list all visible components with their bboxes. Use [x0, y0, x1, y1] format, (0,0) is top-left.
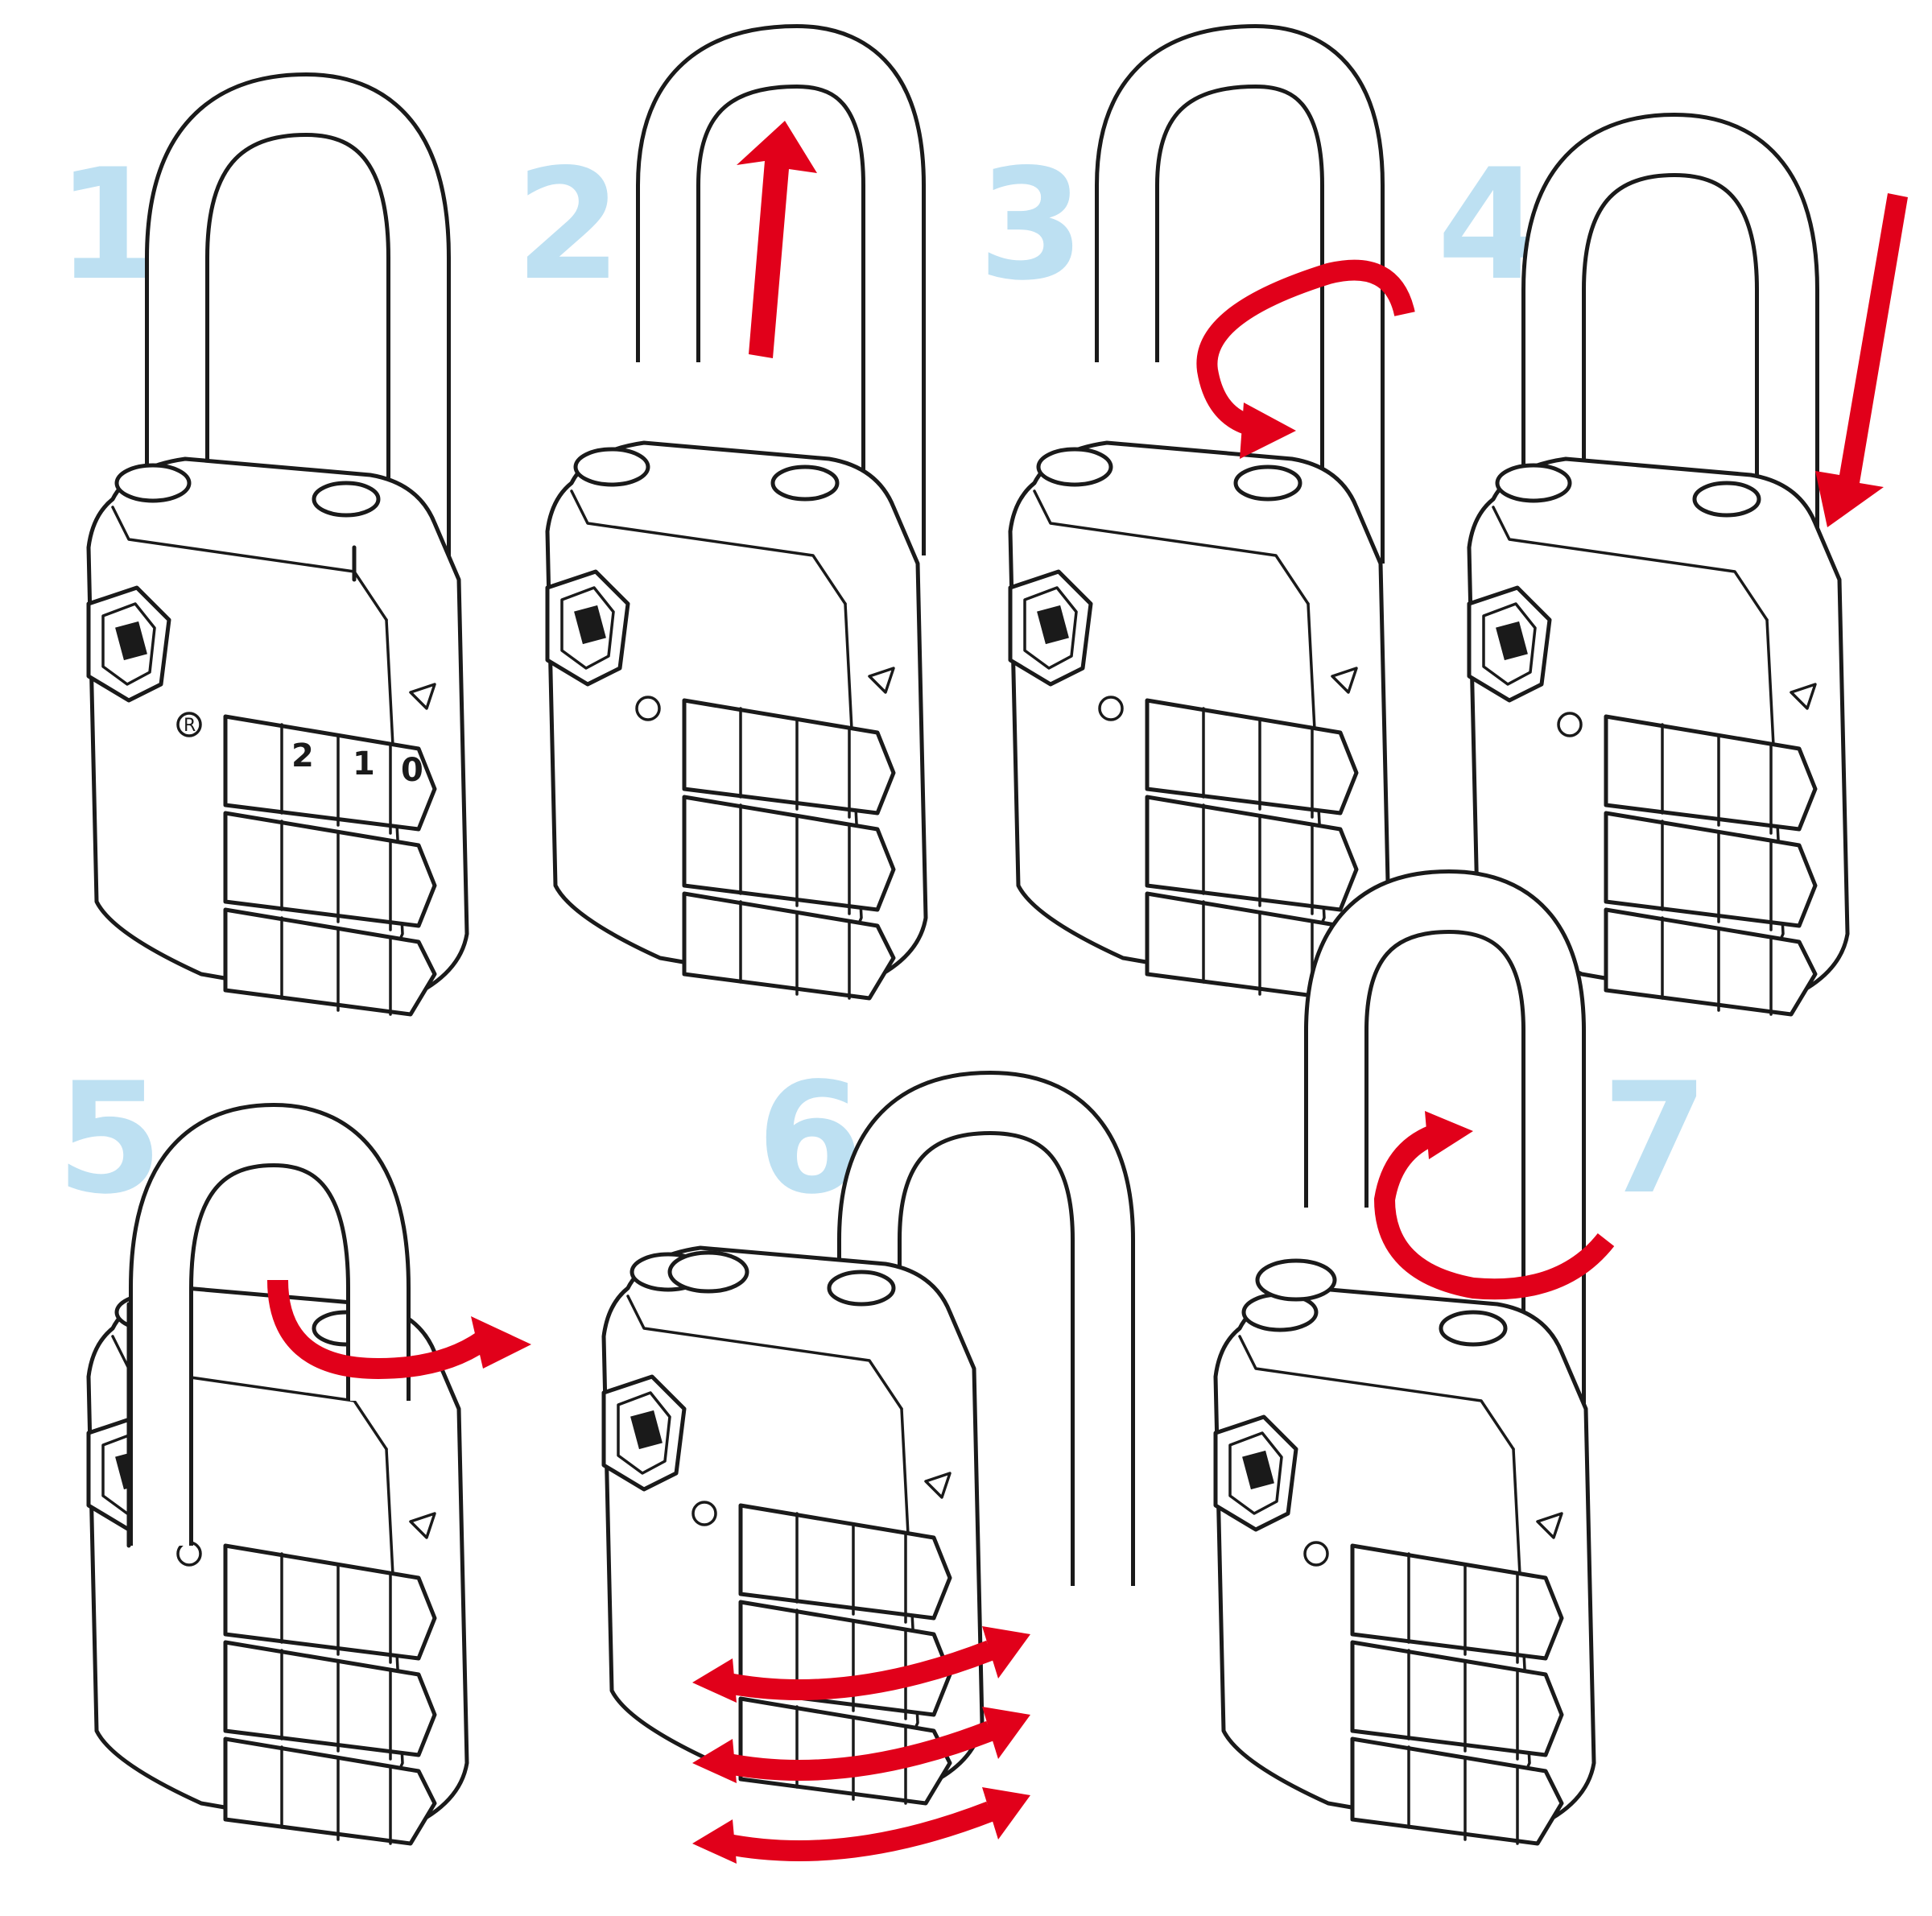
registered-mark: R	[184, 716, 196, 736]
padlock-step-4	[1469, 112, 1847, 1014]
dial-digit: 0	[401, 752, 423, 789]
arrow-down-icon	[1815, 193, 1908, 527]
padlock-step-3	[1010, 23, 1389, 998]
rotate-arrow-icon	[1196, 259, 1415, 459]
padlock-step-6	[604, 1070, 1135, 1803]
rotate-right-arrow-icon	[267, 1279, 531, 1380]
spin-dials-arrows-icon	[692, 1626, 1030, 1864]
arrow-up-icon	[737, 121, 817, 358]
dial-digit: 1	[353, 745, 375, 783]
padlock-step-7	[1216, 869, 1594, 1844]
step-number-7: 7	[1602, 1050, 1708, 1228]
padlock-step-1	[89, 72, 467, 1014]
dial-digits: 2 1 0	[291, 737, 423, 789]
dial-digit: 2	[291, 737, 314, 774]
step-number-3: 3	[978, 136, 1084, 314]
rotate-left-arrow-icon	[1373, 1111, 1615, 1300]
padlock-step-2	[547, 23, 926, 998]
step-number-2: 2	[515, 136, 621, 314]
padlock-step-5	[89, 1102, 467, 1844]
